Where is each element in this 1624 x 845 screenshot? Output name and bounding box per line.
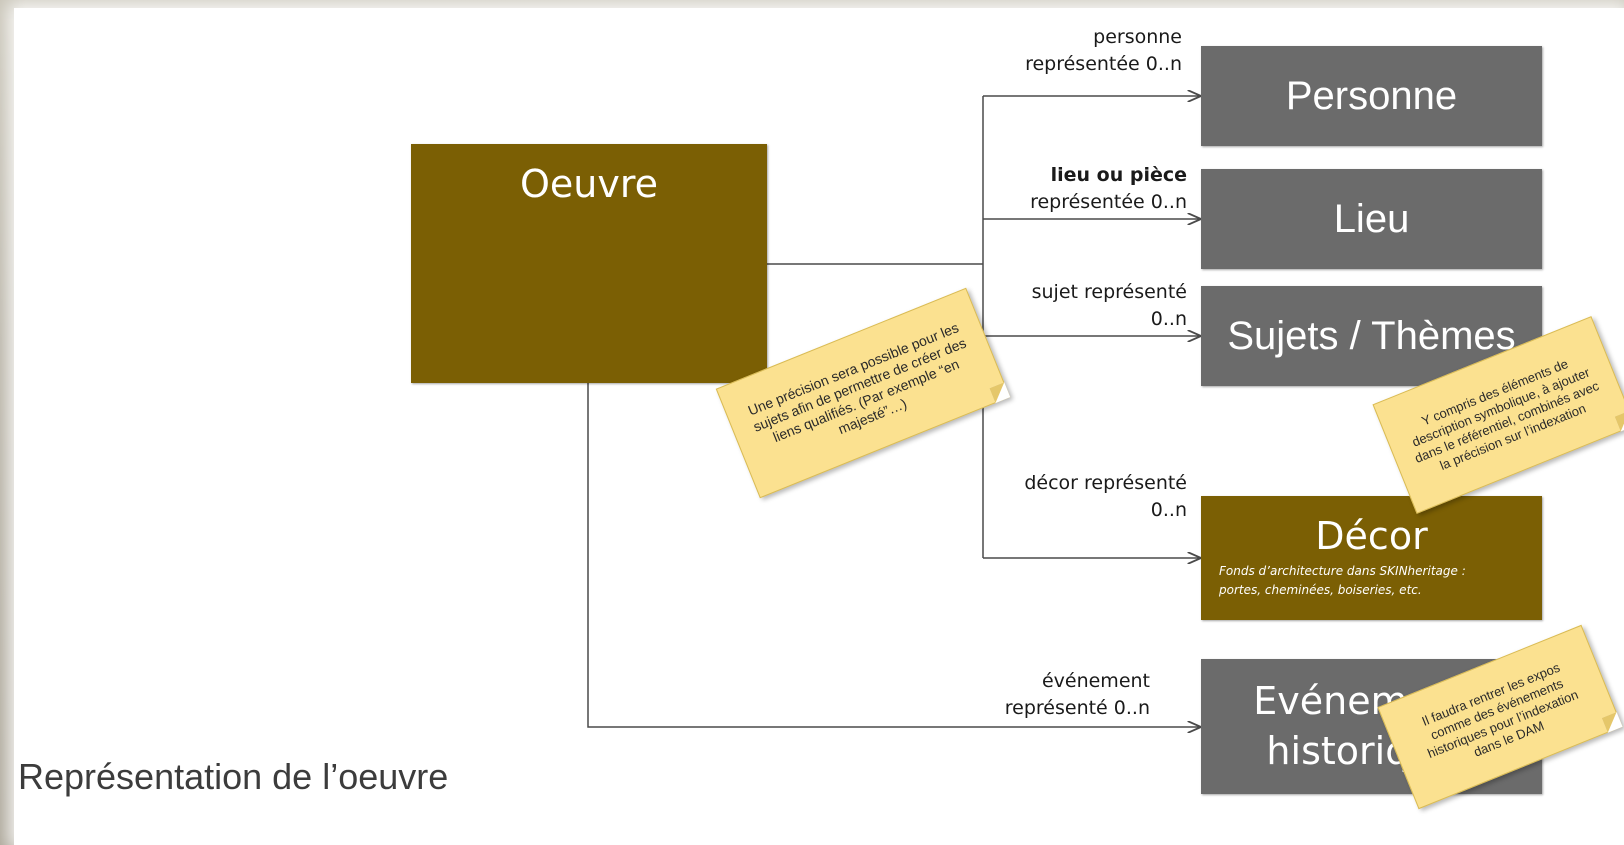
decor-subtitle-line-2: portes, cheminées, boiseries, etc. [1219,583,1422,598]
decor-subtitle-line-1: Fonds d’architecture dans SKINheritage : [1219,564,1466,578]
label-personne-line-2: représentée 0..n [1025,53,1182,75]
label-evenement-line-1: événement [1041,670,1150,692]
decor-title: Décor [1315,514,1428,558]
label-evenement-line-2: représenté 0..n [1004,697,1150,719]
label-sujet-line-1: sujet représenté [1031,281,1187,303]
label-sujet: sujet représenté 0..n [1032,279,1187,333]
decor-box: Décor Fonds d’architecture dans SKINheri… [1201,496,1542,620]
sujets-title: Sujets / Thèmes [1227,314,1516,358]
label-personne: personne représentée 0..n [1025,24,1182,78]
lieu-box: Lieu [1201,169,1542,269]
label-decor: décor représenté 0..n [1024,470,1187,524]
label-lieu: lieu ou pièce représentée 0..n [1030,162,1187,216]
oeuvre-title: Oeuvre [519,162,659,206]
label-sujet-line-2: 0..n [1150,308,1187,330]
oeuvre-box: Oeuvre [411,144,767,383]
label-evenement: événement représenté 0..n [1005,668,1150,722]
label-lieu-line-2: représentée 0..n [1030,191,1187,213]
label-lieu-line-1: lieu ou pièce [1050,164,1187,186]
personne-box: Personne [1201,46,1542,146]
label-personne-line-1: personne [1093,26,1182,48]
label-decor-line-1: décor représenté [1024,472,1187,494]
decor-subtitle: Fonds d’architecture dans SKINheritage :… [1219,562,1466,600]
slide-title: Représentation de l’oeuvre [18,756,449,797]
connector-evenement [587,383,1201,727]
label-decor-line-2: 0..n [1150,499,1187,521]
personne-title: Personne [1285,74,1458,118]
lieu-title: Lieu [1333,197,1410,241]
